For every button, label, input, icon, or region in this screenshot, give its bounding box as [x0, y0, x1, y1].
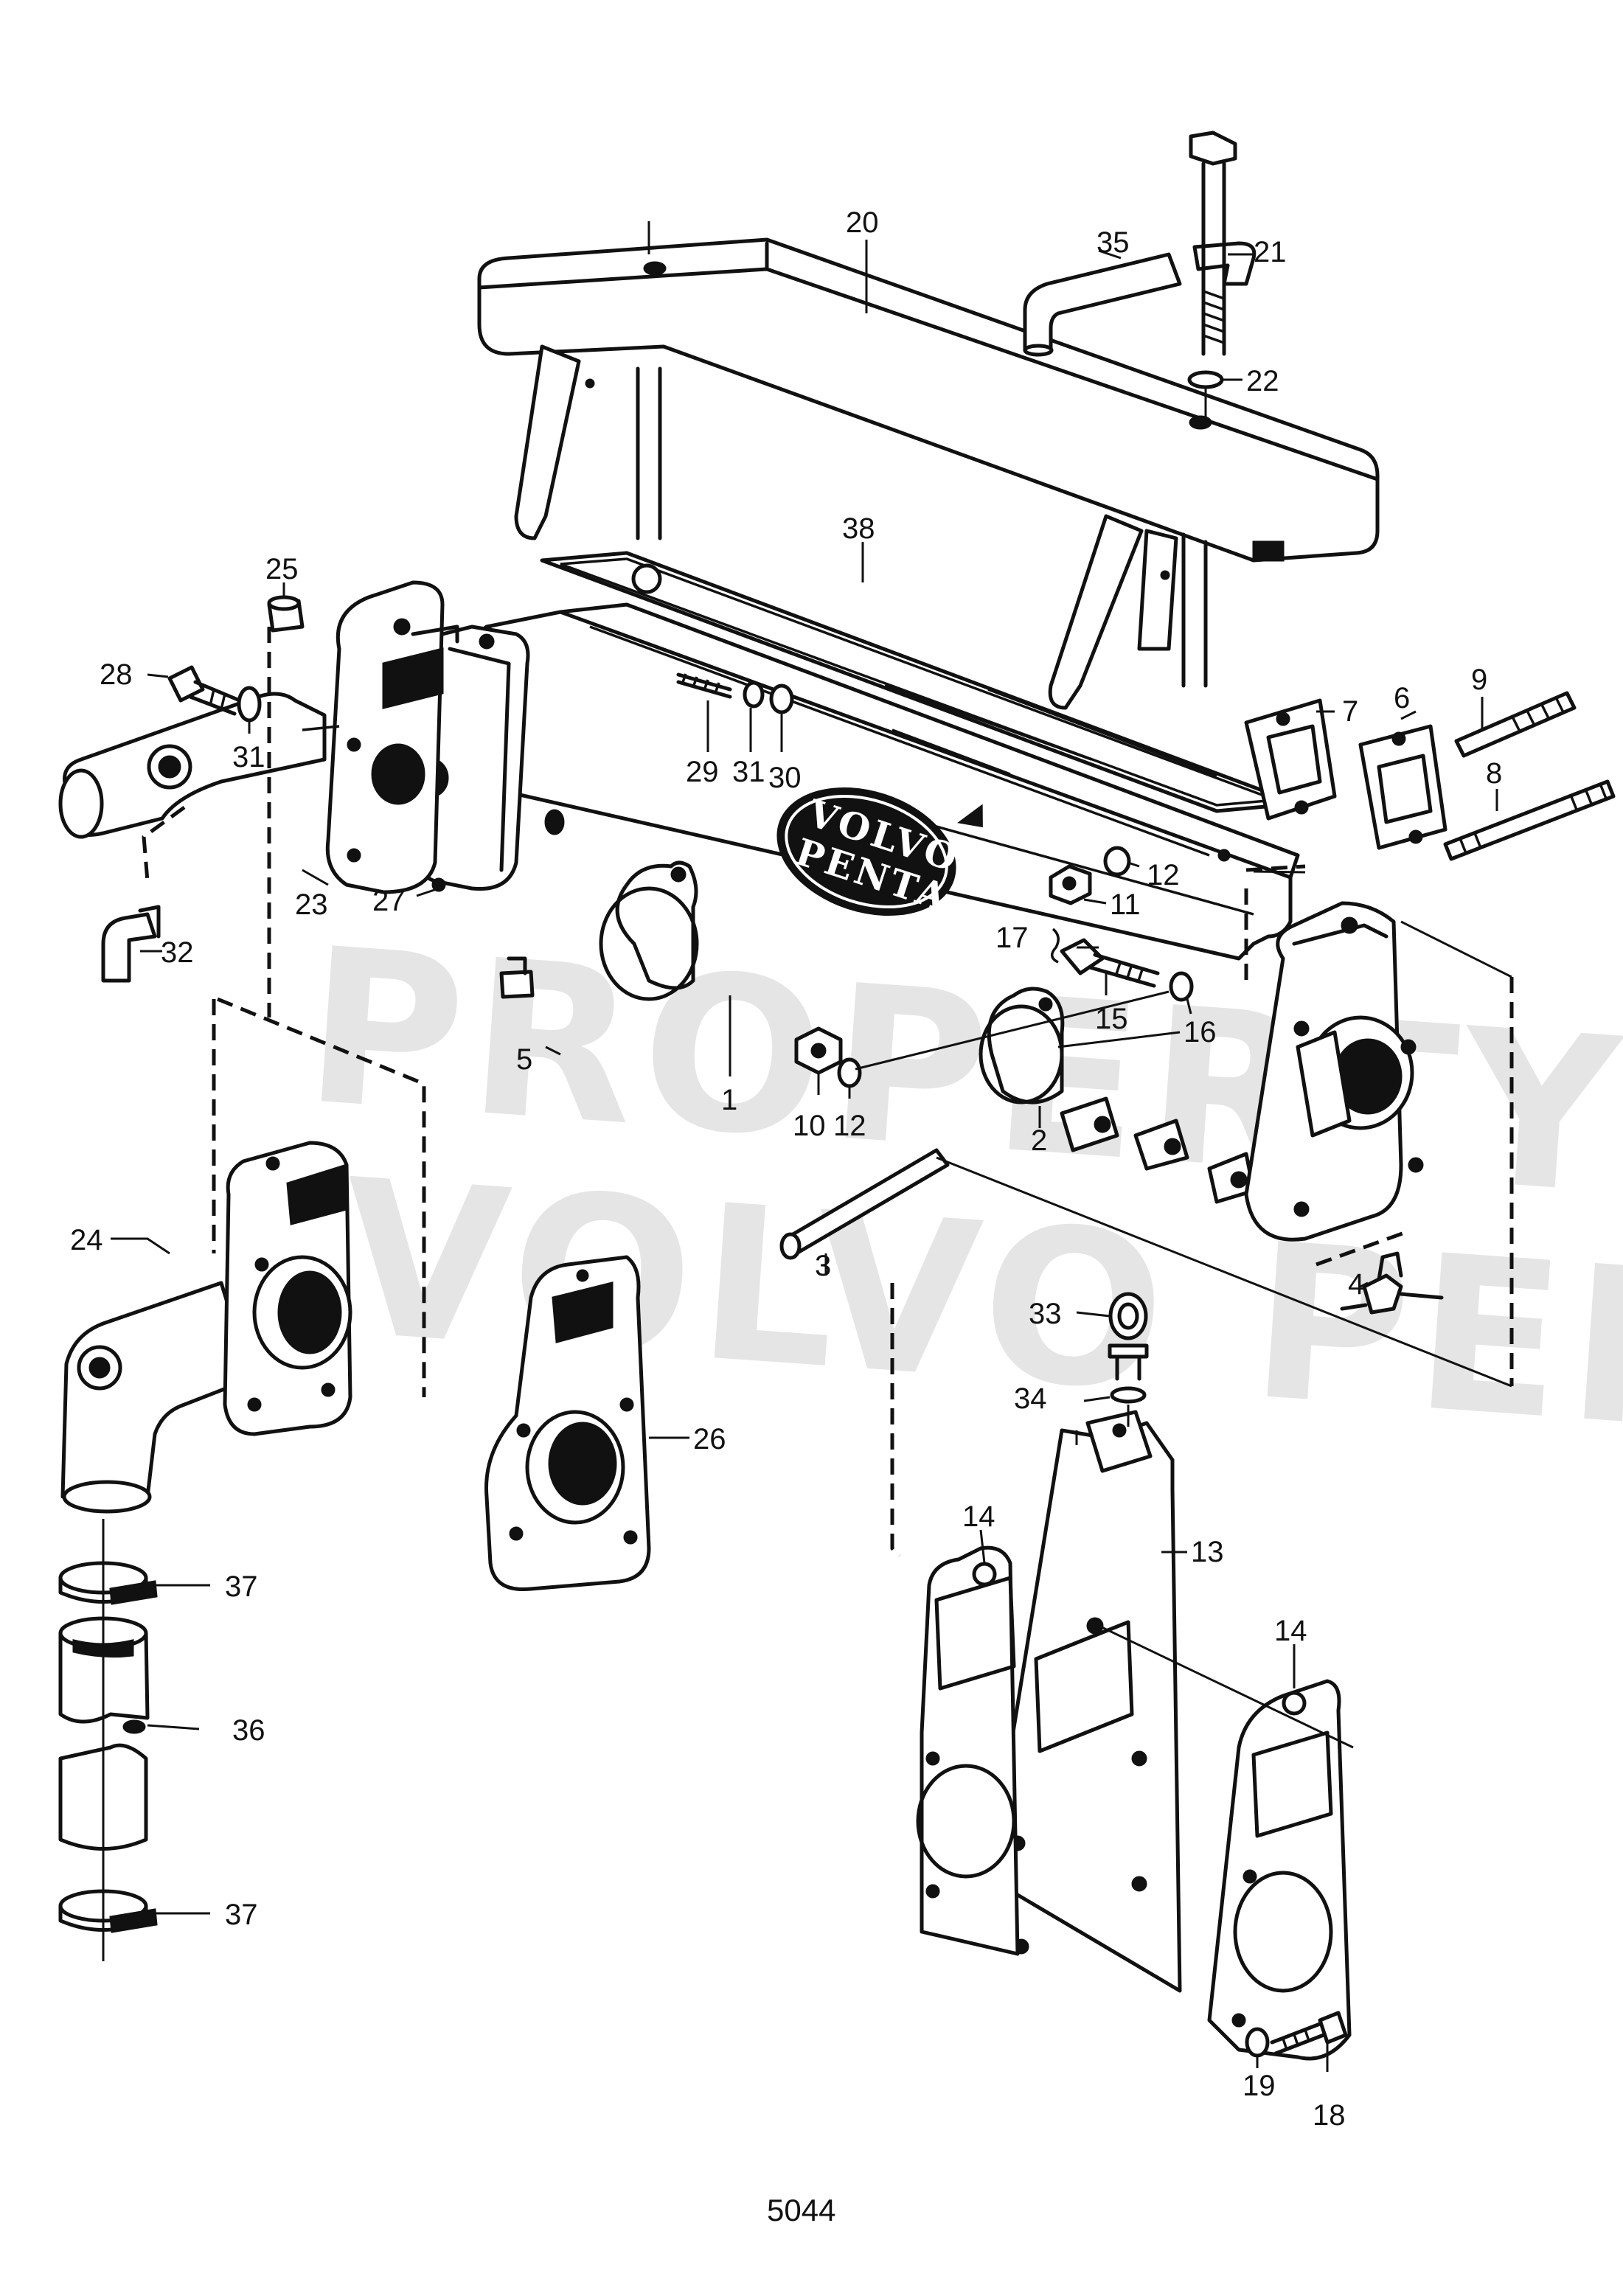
callout-11: 11	[1110, 888, 1141, 921]
callout-20: 20	[846, 206, 879, 239]
part-2-gasket	[979, 987, 1065, 1104]
callout-29: 29	[686, 756, 719, 788]
callout-36: 36	[232, 1714, 265, 1747]
part-19-washer	[1245, 2027, 1270, 2058]
part-16-washer	[1169, 971, 1194, 1002]
callout-26: 26	[693, 1423, 726, 1455]
figure-number: 5044	[767, 2193, 835, 2227]
callout-leaders	[111, 240, 1498, 2072]
part-13-bracket	[986, 1410, 1182, 1993]
callout-34: 34	[1014, 1382, 1047, 1415]
callout-33: 33	[1029, 1298, 1062, 1330]
part-12-washer-upper	[1103, 846, 1131, 877]
callout-30: 30	[768, 762, 802, 794]
callout-4: 4	[1348, 1268, 1364, 1301]
callout-31: 31	[732, 756, 765, 788]
part-9-stud	[1454, 691, 1577, 758]
part-35-hose	[1023, 241, 1257, 357]
callout-14-right: 14	[1274, 1615, 1307, 1647]
callout-12-lower: 12	[833, 1110, 866, 1142]
part-32-fitting	[101, 905, 161, 983]
right-cover-plate	[1244, 901, 1424, 1242]
part-23-elbow	[58, 580, 459, 894]
callout-32: 32	[161, 936, 194, 969]
callout-12-upper: 12	[1147, 859, 1180, 891]
watermark: PROPERTY OF VOLVO PENTA	[299, 902, 1623, 1503]
part-7-gasket	[1244, 698, 1337, 821]
callout-labels: 20 35 21 22 38 25 28 31 29 31 30 7 6 9 8…	[70, 206, 1502, 2132]
callout-22: 22	[1246, 365, 1279, 397]
callout-13: 13	[1191, 1536, 1224, 1568]
part-37-clamp-upper	[58, 1561, 158, 1605]
callout-10: 10	[793, 1110, 826, 1142]
part-25-plug	[267, 595, 305, 633]
part-15-bolt	[1060, 938, 1160, 988]
part-33-eye-bolt	[1108, 1292, 1149, 1381]
callout-25: 25	[265, 553, 299, 585]
part-14-gasket-left	[916, 1545, 1020, 1956]
callout-7: 7	[1342, 695, 1358, 728]
part-31-washer-left	[237, 686, 262, 723]
part-8-stud	[1443, 779, 1616, 861]
callout-19: 19	[1243, 2070, 1276, 2102]
assembly-lines	[102, 221, 1514, 1961]
part-12-washer-lower	[837, 1057, 862, 1088]
callout-2: 2	[1031, 1124, 1047, 1157]
callout-6: 6	[1394, 682, 1410, 714]
part-3-tube	[779, 1148, 950, 1260]
part-21-bolt	[1189, 131, 1237, 356]
part-4-drain-cock	[1340, 1251, 1444, 1315]
part-30-nut	[769, 683, 794, 714]
part-29-stud	[676, 672, 732, 699]
part-34-washer	[1110, 1386, 1147, 1404]
callout-18: 18	[1313, 2099, 1346, 2132]
callout-37-upper: 37	[225, 1570, 258, 1603]
callout-28: 28	[100, 658, 133, 691]
callout-9: 9	[1471, 664, 1487, 696]
callout-16: 16	[1184, 1016, 1217, 1048]
callout-8: 8	[1486, 757, 1502, 790]
part-31-washer	[743, 681, 765, 709]
callout-27: 27	[372, 885, 406, 917]
part-22-washer	[1187, 370, 1224, 389]
callout-17: 17	[995, 922, 1029, 954]
part-20-cover	[477, 237, 1380, 710]
part-18-bolt	[1270, 2011, 1348, 2056]
part-17-clip	[1051, 928, 1060, 964]
callout-23: 23	[295, 888, 328, 921]
callout-14-left: 14	[962, 1500, 995, 1533]
callout-24: 24	[70, 1224, 103, 1256]
callout-21: 21	[1254, 236, 1287, 268]
part-24-elbow	[60, 1141, 352, 1514]
callout-5: 5	[516, 1043, 532, 1076]
callout-1: 1	[721, 1084, 737, 1116]
callout-3: 3	[815, 1250, 831, 1282]
part-28-bolt	[167, 665, 242, 716]
part-6-gasket	[1358, 724, 1448, 850]
part-5-plug	[499, 956, 535, 999]
callout-31-left: 31	[232, 741, 265, 773]
callout-15: 15	[1095, 1003, 1128, 1035]
part-37-clamp-lower	[58, 1889, 158, 1933]
callout-37-lower: 37	[225, 1899, 258, 1931]
callout-35: 35	[1097, 226, 1130, 259]
part-26-cover	[484, 1255, 651, 1592]
part-14-gasket-right	[1207, 1679, 1352, 2061]
callout-38: 38	[842, 512, 875, 545]
